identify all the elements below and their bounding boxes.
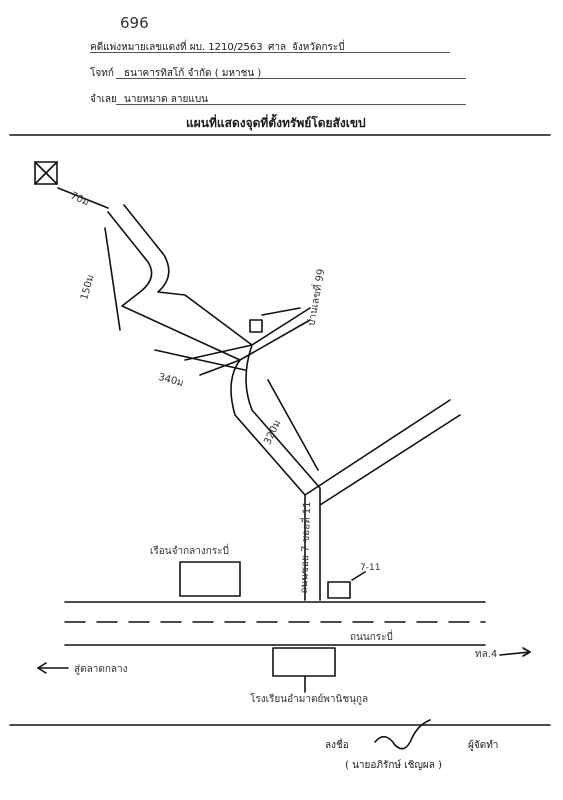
handwritten-doc-number: 696	[120, 14, 149, 32]
right-direction-arrow	[499, 651, 531, 656]
dist340-line	[154, 349, 246, 371]
label-right-direction: ทล.4	[475, 649, 498, 660]
label-school: โรงเรียนอำมาตย์พานิชนุกูล	[250, 694, 369, 705]
label-warehouse: เรือนจำกลางกระบี่	[150, 546, 229, 557]
road-winding-right	[123, 204, 253, 346]
defendant-label: จำเลย	[90, 94, 117, 105]
road-right-b	[319, 414, 461, 506]
underline-defendant	[116, 104, 466, 105]
road-winding-left	[107, 211, 241, 361]
school-box	[272, 647, 336, 677]
seven-eleven-arrow	[351, 571, 366, 581]
plaintiff-value: ธนาคารทิสโก้ จำกัด ( มหาชน )	[124, 68, 262, 79]
road-cross-a	[184, 344, 253, 361]
road-diag-b	[251, 307, 311, 346]
sign-label: ลงชื่อ	[325, 740, 349, 751]
label-main-road: ถนนกระบี่	[350, 632, 393, 643]
court-label: ศาล	[268, 42, 287, 53]
defendant-value: นายหมาด ลายแบน	[124, 94, 209, 105]
underline-case	[90, 52, 450, 53]
label-road-vertical: ถนนซอย 7 ซอยที่ 11	[299, 501, 314, 594]
x-marker-b	[34, 161, 58, 185]
case-number-label: คดีแพ่งหมายเลขแดงที่ ผบ. 1210/2563	[90, 42, 263, 53]
court-value: จังหวัดกระบี่	[292, 42, 345, 53]
dist150-line	[104, 227, 121, 331]
left-arrowhead	[37, 662, 47, 674]
house-arrow	[261, 307, 301, 316]
road-vertical-left	[230, 359, 306, 601]
plaintiff-label: โจทก์	[90, 68, 114, 79]
role-label: ผู้จัดทำ	[468, 740, 499, 751]
right-arrowhead	[522, 647, 531, 657]
seven-eleven-box	[327, 581, 351, 599]
dist320-line	[267, 379, 319, 471]
road-vertical-right	[245, 344, 321, 601]
warehouse-box	[179, 561, 241, 597]
target-house-box	[249, 319, 263, 333]
label-seven-eleven: 7-11	[360, 563, 381, 573]
road-right-a	[304, 399, 451, 496]
signer-name: ( นายอภิรักษ์ เชิญผล )	[345, 760, 442, 771]
road-cross-b	[199, 359, 241, 376]
map-title: แผนที่แสดงจุดที่ตั้งทรัพย์โดยสังเขป	[186, 116, 366, 130]
signature-mark	[374, 719, 431, 750]
road-diag-a	[239, 319, 311, 361]
underline-plaintiff	[116, 78, 466, 79]
x-marker-box	[34, 161, 58, 185]
dist70-arrow	[57, 187, 109, 209]
label-left-direction: สู่ตลาดกลาง	[74, 664, 128, 675]
